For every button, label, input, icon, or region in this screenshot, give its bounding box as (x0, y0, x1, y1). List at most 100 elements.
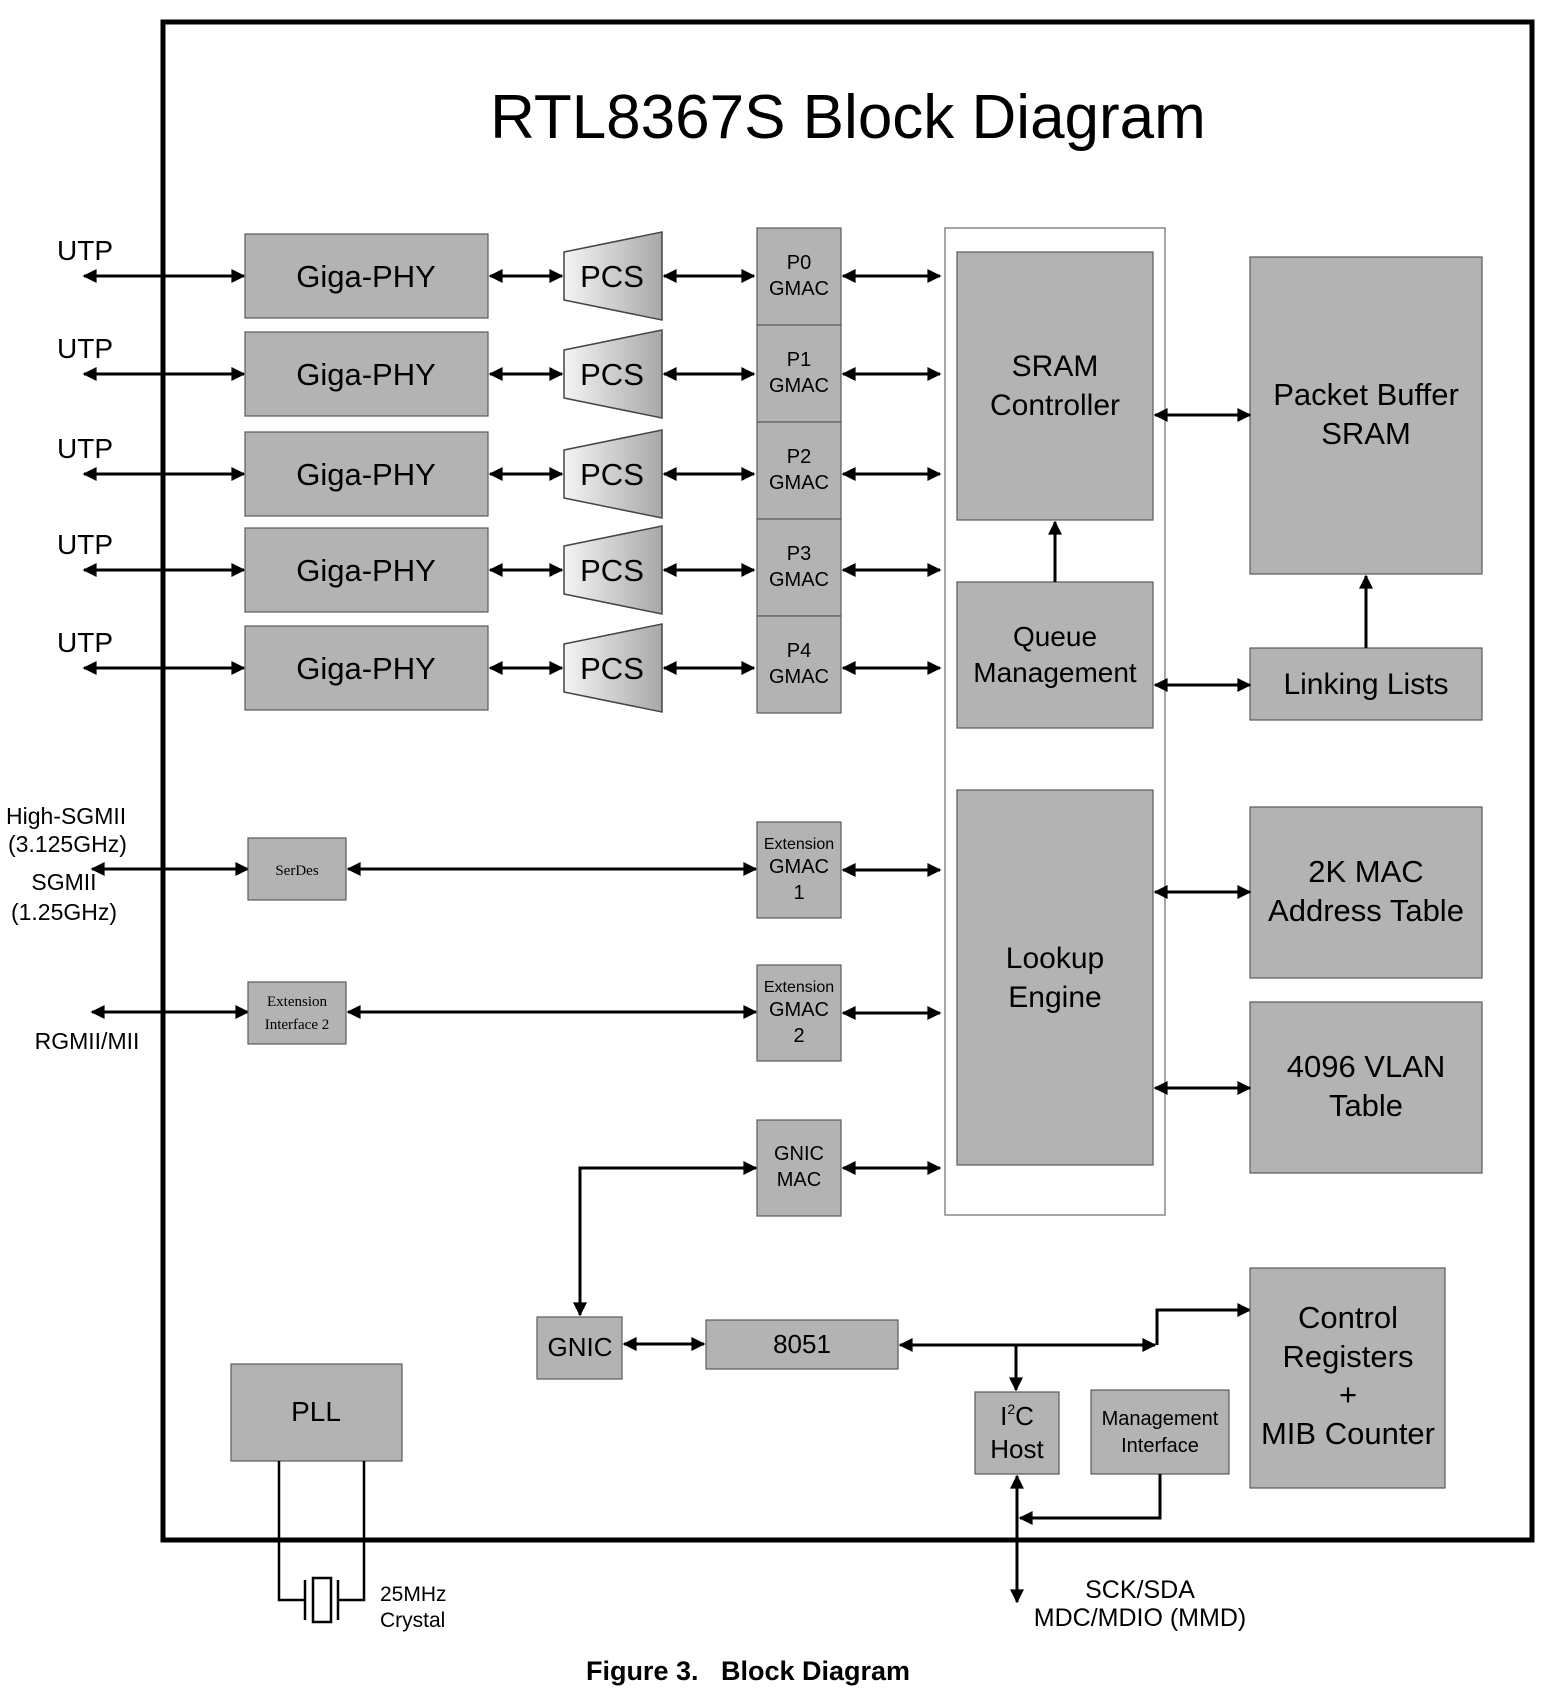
sgmii-label-line1: High-SGMII (6, 803, 126, 829)
port0-pcs-block (563, 231, 663, 321)
mac-table-block (1249, 806, 1483, 979)
serdes-label: SerDes (275, 863, 318, 879)
port3-pcs-block (563, 525, 663, 615)
port1-gmac-line2: GMAC (769, 375, 829, 397)
control-registers-block (1249, 1267, 1446, 1489)
lookup-engine-block (956, 789, 1154, 1166)
gnic-mac-line2: MAC (777, 1169, 821, 1191)
vlan-table-line2: Table (1329, 1088, 1403, 1123)
port0-gmac-line2: GMAC (769, 278, 829, 300)
serdes-block (247, 837, 347, 901)
ext-bus-line2: MDC/MDIO (MMD) (1034, 1604, 1246, 1632)
port0-gmac-line1: P0 (787, 252, 811, 274)
port4-gmac-block (756, 615, 842, 714)
pll-block (230, 1363, 403, 1462)
ext-gmac2-line1: Extension (764, 979, 834, 996)
gnic-gnicmac-arrow (573, 1161, 758, 1317)
port1-gmac-line1: P1 (787, 349, 811, 371)
packet-buffer-line1: Packet Buffer (1273, 377, 1459, 412)
port3-gmac-line2: GMAC (769, 569, 829, 591)
bus-ctrl-arrow (1155, 1303, 1252, 1345)
sram-controller-block (956, 251, 1154, 521)
port1-giga-phy-block (244, 331, 489, 417)
queue-management-block (956, 581, 1154, 729)
mgmt-interface-block (1090, 1389, 1230, 1475)
figure-caption: Figure 3. Block Diagram (586, 1656, 910, 1686)
crystal-icon (311, 1576, 333, 1624)
port0-giga-phy-label: Giga-PHY (296, 259, 436, 294)
packet-buffer-line2: SRAM (1321, 416, 1411, 451)
ext-bus-line1: SCK/SDA (1085, 1576, 1195, 1604)
diagram-title: RTL8367S Block Diagram (490, 83, 1206, 152)
port1-pcs-block (563, 329, 663, 419)
vlan-table-line1: 4096 VLAN (1287, 1049, 1446, 1084)
port0-giga-phy-block (244, 233, 489, 319)
vlan-table-block (1249, 1001, 1483, 1174)
port2-gmac-line1: P2 (787, 446, 811, 468)
queue-management-line2: Management (973, 657, 1137, 688)
control-registers-line3: + (1339, 1377, 1357, 1412)
linking-lists-label: Linking Lists (1283, 668, 1448, 701)
cpu-8051-label: 8051 (773, 1329, 831, 1359)
gnic-mac-block (756, 1119, 842, 1217)
ext-gmac1-block (756, 821, 842, 919)
port4-pcs-label: PCS (580, 651, 644, 686)
ext-interface2-block (247, 981, 347, 1045)
i2c-host-line1: I2C (1000, 1401, 1034, 1431)
port3-gmac-line1: P3 (787, 543, 811, 565)
lookup-engine-line1: Lookup (1006, 942, 1104, 975)
chip-border (160, 19, 1535, 1543)
crystal-label-line1: 25MHz (380, 1583, 447, 1606)
ext-gmac2-block (756, 964, 842, 1062)
packet-buffer-block (1249, 256, 1483, 575)
port2-gmac-block (756, 421, 842, 520)
mgmt-i2c-arrow (1018, 1474, 1162, 1525)
control-registers-line1: Control (1298, 1300, 1398, 1335)
ext-gmac1-line1: Extension (764, 836, 834, 853)
port0-gmac-block (756, 227, 842, 326)
gnic-mac-line1: GNIC (774, 1143, 824, 1165)
crystal-leads (277, 1461, 366, 1602)
i2c-host-block (974, 1391, 1060, 1475)
port1-giga-phy-label: Giga-PHY (296, 357, 436, 392)
port3-giga-phy-label: Giga-PHY (296, 553, 436, 588)
port4-utp-label: UTP (57, 627, 113, 658)
lookup-engine-line2: Engine (1008, 981, 1101, 1014)
mgmt-interface-line2: Interface (1121, 1435, 1199, 1457)
ext-gmac2-line2: GMAC (769, 999, 829, 1021)
port2-pcs-label: PCS (580, 457, 644, 492)
port1-gmac-block (756, 324, 842, 423)
port2-utp-label: UTP (57, 433, 113, 464)
port2-giga-phy-block (244, 431, 489, 517)
sgmii-label-line4: (1.25GHz) (11, 899, 117, 925)
queue-management-line1: Queue (1013, 621, 1097, 652)
gnic-label: GNIC (548, 1332, 613, 1362)
port3-gmac-block (756, 518, 842, 617)
port0-utp-label: UTP (57, 235, 113, 266)
i2c-host-line2: Host (990, 1434, 1044, 1464)
sgmii-label-line3: SGMII (31, 869, 96, 895)
port1-pcs-label: PCS (580, 357, 644, 392)
port4-giga-phy-label: Giga-PHY (296, 651, 436, 686)
port1-utp-label: UTP (57, 333, 113, 364)
crystal-label-line2: Crystal (380, 1609, 445, 1632)
port3-pcs-label: PCS (580, 553, 644, 588)
gnic-block (536, 1316, 623, 1380)
ext-interface2-line2: Interface 2 (265, 1017, 330, 1033)
port2-giga-phy-label: Giga-PHY (296, 457, 436, 492)
port4-gmac-line2: GMAC (769, 666, 829, 688)
rgmii-label: RGMII/MII (35, 1028, 140, 1054)
pll-label: PLL (291, 1396, 341, 1427)
mgmt-interface-line1: Management (1102, 1408, 1219, 1430)
port2-pcs-block (563, 429, 663, 519)
control-registers-line2: Registers (1283, 1339, 1414, 1374)
ext-interface2-line1: Extension (267, 994, 327, 1010)
sram-controller-line2: Controller (990, 389, 1120, 422)
port0-pcs-label: PCS (580, 259, 644, 294)
ext-gmac1-line2: GMAC (769, 856, 829, 878)
port3-giga-phy-block (244, 527, 489, 613)
port3-utp-label: UTP (57, 529, 113, 560)
port2-gmac-line2: GMAC (769, 472, 829, 494)
